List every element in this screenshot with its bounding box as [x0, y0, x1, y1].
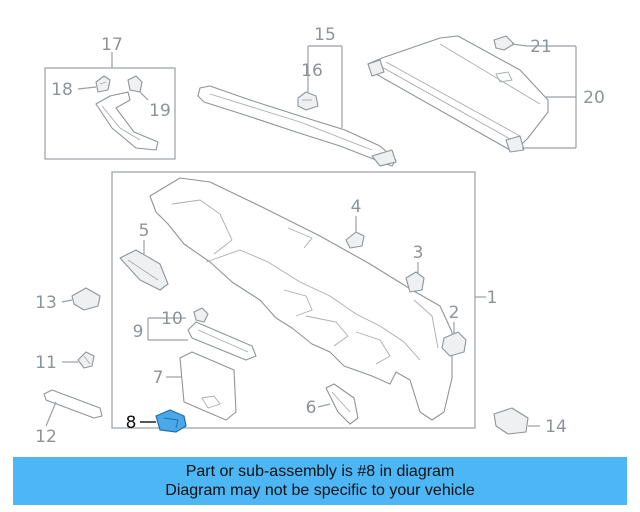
callout-3: 3 — [413, 243, 424, 263]
part-17-trim-strip[interactable] — [95, 91, 159, 151]
callout-16: 16 — [301, 61, 323, 81]
callout-15: 15 — [314, 25, 336, 45]
callout-2: 2 — [449, 303, 460, 323]
leader-lines — [45, 43, 577, 427]
callout-18: 18 — [51, 80, 73, 100]
callout-19: 19 — [149, 101, 171, 121]
part-4-clip[interactable] — [345, 231, 365, 249]
callout-1: 1 — [487, 288, 498, 308]
part-1-tailgate-panel[interactable] — [149, 177, 453, 421]
callout-5: 5 — [139, 221, 150, 241]
part-18-clip[interactable] — [95, 75, 111, 93]
banner-line-2: Diagram may not be specific to your vehi… — [165, 482, 475, 499]
callout-20: 20 — [583, 88, 605, 108]
part-19-clip[interactable] — [127, 75, 143, 93]
callout-11: 11 — [35, 353, 57, 373]
callout-17: 17 — [101, 35, 123, 55]
part-14-clip[interactable] — [493, 407, 529, 435]
part-11-screw[interactable] — [77, 351, 95, 369]
info-banner: Part or sub-assembly is #8 in diagram Di… — [13, 457, 627, 505]
part-3-clip[interactable] — [405, 271, 425, 293]
callout-4: 4 — [351, 197, 362, 217]
part-7-cover[interactable] — [179, 351, 237, 421]
part-2-clip[interactable] — [441, 331, 467, 357]
callout-21: 21 — [530, 37, 552, 57]
part-20-cargo-cover[interactable] — [367, 35, 549, 153]
callout-6: 6 — [306, 398, 317, 418]
callout-13: 13 — [35, 293, 57, 313]
callout-14: 14 — [545, 417, 567, 437]
part-5-bracket[interactable] — [119, 249, 169, 291]
part-13-clip[interactable] — [71, 287, 101, 311]
part-21-clip[interactable] — [493, 35, 515, 51]
part-15-trim-bar[interactable] — [197, 85, 397, 167]
callout-7: 7 — [153, 368, 164, 388]
group-box-17 — [44, 67, 176, 160]
part-6-bracket[interactable] — [325, 383, 359, 425]
part-12-strip[interactable] — [43, 389, 103, 419]
part-10-clip[interactable] — [193, 307, 209, 323]
callout-8[interactable]: 8 — [126, 413, 137, 433]
banner-line-1: Part or sub-assembly is #8 in diagram — [185, 463, 455, 480]
callout-10: 10 — [161, 309, 183, 329]
part-9-strip[interactable] — [187, 321, 257, 361]
part-8-highlighted[interactable] — [155, 409, 187, 433]
group-box-1 — [111, 171, 476, 429]
callout-12: 12 — [35, 427, 57, 447]
part-16-clip[interactable] — [297, 91, 319, 111]
callout-9: 9 — [133, 322, 144, 342]
